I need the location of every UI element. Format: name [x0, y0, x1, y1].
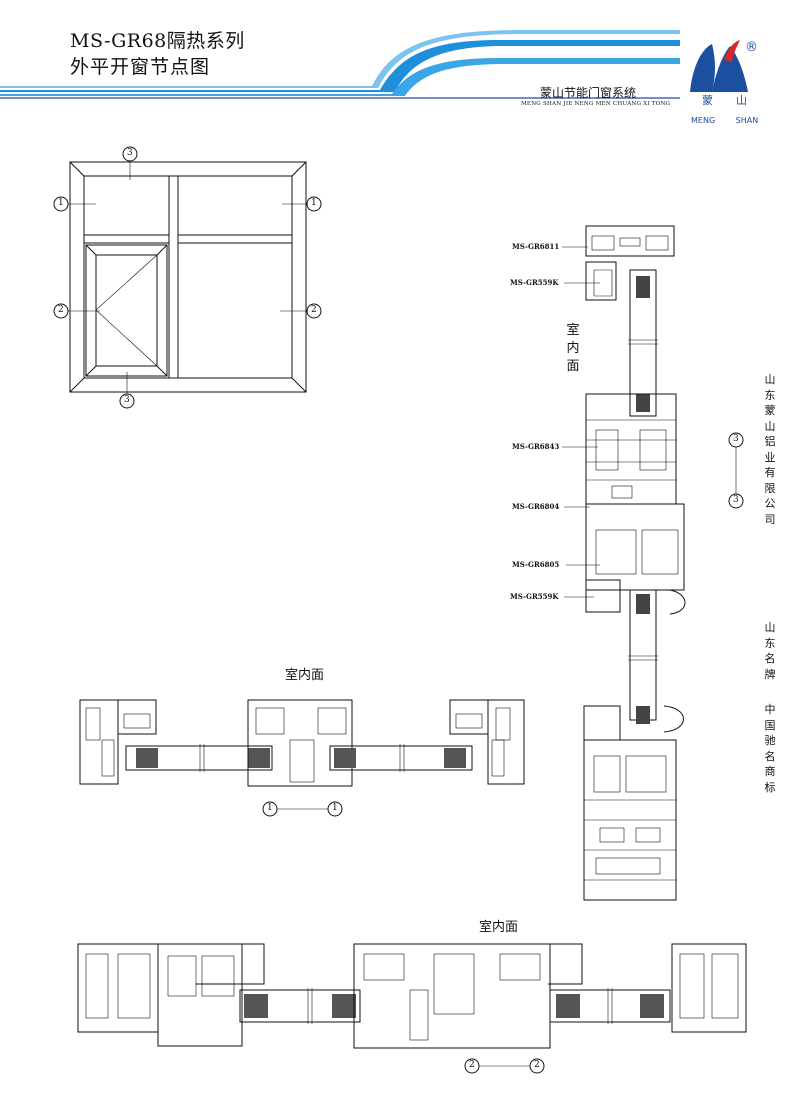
section-1-room-label: 室内面 [285, 668, 325, 683]
section-2-room-label: 室内面 [479, 920, 519, 935]
section-1-marker-right: 1 [332, 803, 338, 813]
marker-3-bottom: 3 [124, 395, 130, 405]
profile-label-6: MS-GR559K [510, 592, 559, 601]
profile-label-5: MS-GR6805 [512, 560, 560, 569]
page-title: MS-GR68隔热系列 [70, 30, 245, 52]
registered-mark: ® [745, 40, 758, 55]
profile-label-2: MS-GR559K [510, 278, 559, 287]
marker-1-right: 1 [311, 198, 317, 208]
company-name-cn: 蒙山节能门窗系统 [540, 86, 637, 100]
section-2 [77, 943, 747, 1074]
section-1 [79, 699, 525, 817]
section-1-marker-left: 1 [267, 803, 273, 813]
vertical-section [562, 225, 744, 901]
section-2-marker-left: 2 [469, 1060, 475, 1070]
logo-text-cn-2: 山 [736, 94, 747, 107]
elevation-marker-circles [53, 146, 322, 409]
vertical-section-room-label: 室内面 [566, 323, 580, 374]
marker-2-left: 2 [58, 305, 64, 315]
company-name-en: MENG SHAN JIE NENG MEN CHUANG XI TONG [521, 101, 671, 107]
header-swoosh [0, 30, 680, 99]
profile-label-3: MS-GR6843 [512, 442, 560, 451]
marker-1-left: 1 [58, 198, 64, 208]
section-2-marker-right: 2 [534, 1060, 540, 1070]
profile-label-4: MS-GR6804 [512, 502, 560, 511]
logo-text-cn-1: 蒙 [702, 94, 713, 107]
side-company: 山东蒙山铝业有限公司 [764, 373, 776, 526]
logo-text-en: MENG SHAN [691, 116, 759, 125]
vertical-section-marker-bottom: 3 [733, 495, 739, 505]
profile-label-1: MS-GR6811 [512, 242, 560, 251]
marker-2-right: 2 [311, 305, 317, 315]
window-elevation [68, 161, 308, 394]
side-trademark: 中国驰名商标 [764, 703, 776, 794]
vertical-section-marker-top: 3 [733, 434, 739, 444]
logo-mark-icon [690, 40, 748, 92]
marker-3-top: 3 [127, 148, 133, 158]
page-subtitle: 外平开窗节点图 [70, 56, 211, 78]
side-brand: 山东名牌 [764, 621, 776, 681]
